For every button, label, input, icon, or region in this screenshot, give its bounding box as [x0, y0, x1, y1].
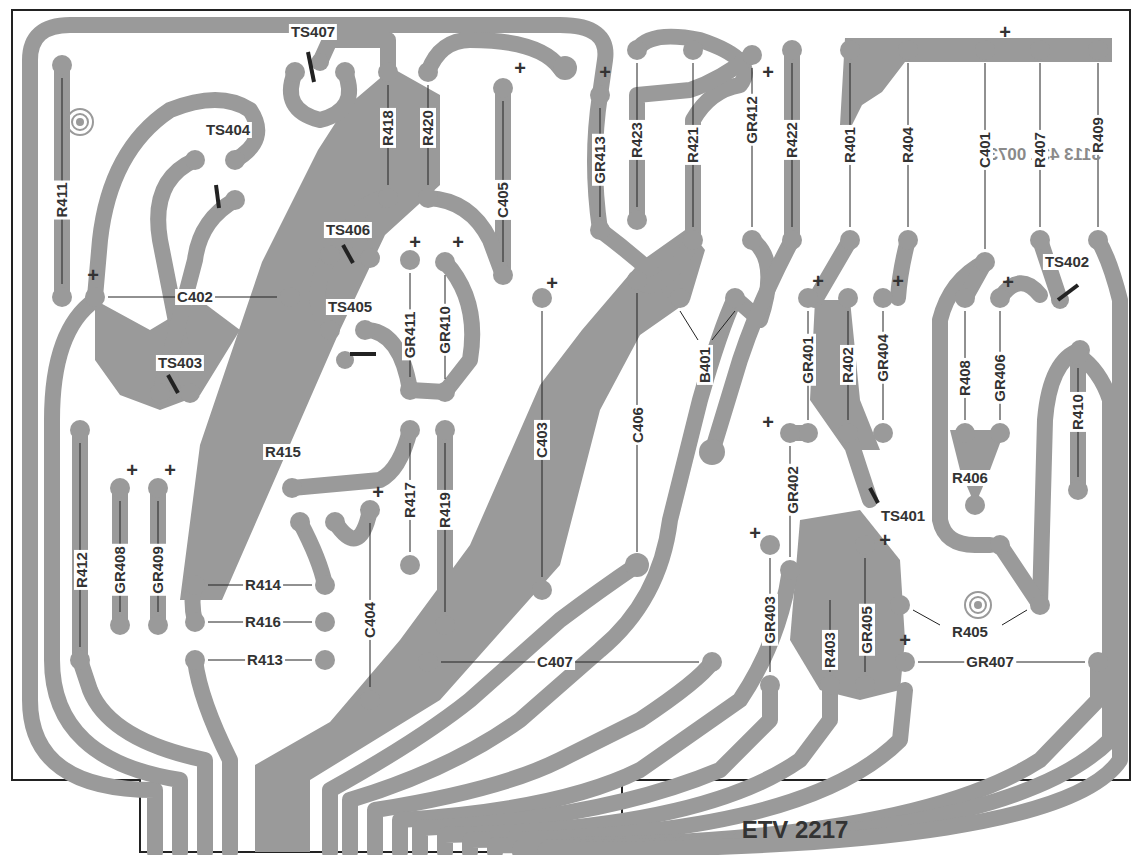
part-label: TS405 — [326, 299, 374, 315]
part-label: GR401 — [800, 334, 816, 386]
part-label: GR406 — [992, 352, 1008, 404]
polarity-mark: + — [749, 525, 761, 541]
part-label: R419 — [437, 490, 453, 530]
polarity-mark: + — [1002, 274, 1014, 290]
polarity-mark: + — [452, 234, 464, 250]
polarity-mark: + — [599, 64, 611, 80]
part-label: R410 — [1070, 392, 1086, 432]
part-label: R423 — [629, 120, 645, 160]
part-label: GR412 — [744, 94, 760, 146]
part-label: GR411 — [402, 310, 418, 361]
polarity-mark: + — [812, 273, 824, 289]
part-label: R403 — [822, 630, 838, 670]
part-label: R409 — [1090, 115, 1106, 155]
polarity-mark: + — [87, 267, 99, 283]
part-label: R420 — [420, 108, 436, 148]
part-label: GR408 — [112, 544, 128, 596]
part-label: R421 — [685, 125, 701, 165]
part-label: C405 — [495, 180, 511, 220]
part-label: R405 — [950, 624, 990, 640]
part-label: C403 — [534, 420, 550, 460]
polarity-mark: + — [409, 234, 421, 250]
polarity-mark: + — [999, 24, 1011, 40]
part-label: R417 — [402, 480, 418, 520]
pads — [52, 40, 1108, 710]
polarity-mark: + — [372, 484, 384, 500]
part-label: TS401 — [879, 508, 927, 524]
part-label: C407 — [535, 654, 575, 670]
part-label: GR410 — [437, 304, 453, 356]
leader-lines — [62, 63, 1098, 687]
part-label: R422 — [784, 120, 800, 160]
polarity-mark: + — [879, 532, 891, 548]
part-label: GR402 — [785, 464, 801, 516]
polarity-mark: + — [164, 462, 176, 478]
part-label: GR403 — [762, 594, 778, 646]
polarity-mark: + — [514, 60, 526, 76]
part-label: R411 — [54, 180, 70, 219]
polarity-mark: + — [899, 632, 911, 648]
polarity-mark: + — [762, 414, 774, 430]
part-label: R416 — [243, 614, 283, 630]
part-label: GR413 — [592, 134, 608, 186]
part-label: TS406 — [324, 222, 372, 238]
part-label: R418 — [380, 108, 396, 148]
part-label: R408 — [957, 358, 973, 398]
polarity-mark: + — [126, 462, 138, 478]
part-label: R407 — [1032, 130, 1048, 170]
part-label: TS402 — [1043, 254, 1091, 270]
part-label: GR404 — [875, 332, 891, 384]
part-label: R401 — [842, 125, 858, 165]
polarity-mark: + — [762, 64, 774, 80]
transistor-marks — [168, 52, 1078, 503]
part-label: GR409 — [150, 544, 166, 596]
part-label: C401 — [977, 130, 993, 170]
part-label: GR405 — [859, 604, 875, 656]
part-label: TS407 — [289, 24, 337, 40]
part-label: B401 — [697, 345, 713, 385]
part-label: C402 — [175, 289, 215, 305]
part-label: R404 — [900, 125, 916, 165]
polarity-mark: + — [546, 275, 558, 291]
part-label: GR407 — [964, 654, 1016, 670]
part-label: TS404 — [204, 122, 252, 138]
part-label: R402 — [840, 345, 856, 385]
part-label: C406 — [630, 405, 646, 445]
part-label: TS403 — [156, 355, 204, 371]
part-label: R415 — [263, 444, 303, 460]
part-label: C404 — [362, 600, 378, 640]
part-label: R406 — [950, 470, 990, 486]
polarity-mark: + — [892, 273, 904, 289]
part-label: R414 — [243, 577, 283, 593]
board-caption: ETV 2217 — [740, 822, 851, 838]
part-label: R413 — [245, 652, 285, 668]
part-label: R412 — [74, 550, 90, 590]
